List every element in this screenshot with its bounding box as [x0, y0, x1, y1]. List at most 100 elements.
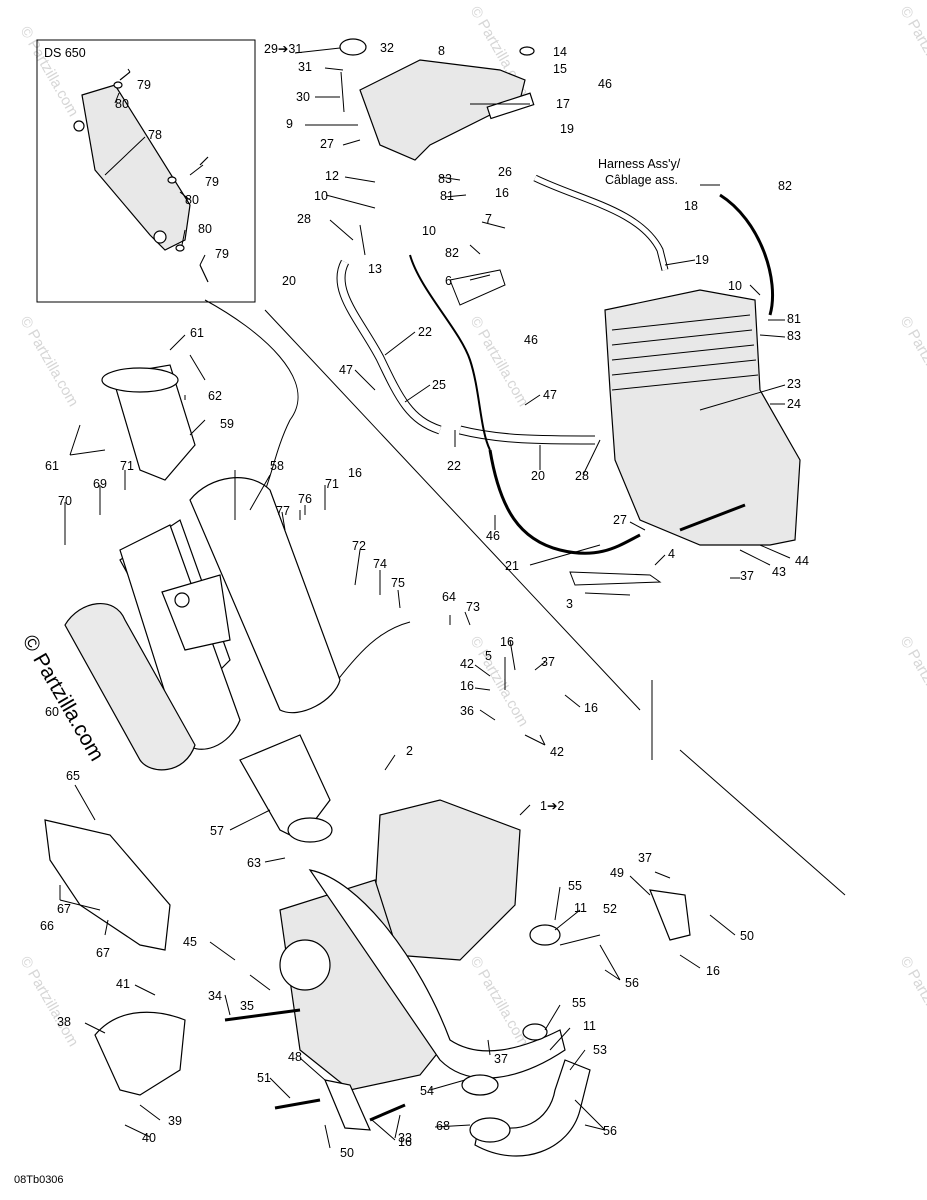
hose-20-inner — [337, 260, 442, 434]
callout-label: 41 — [116, 977, 130, 991]
callout-label: 55 — [572, 996, 586, 1010]
callout-label: 16 — [706, 964, 720, 978]
callout-label: 21 — [505, 559, 519, 573]
callout-label: 49 — [610, 866, 624, 880]
callout-label: 39 — [168, 1114, 182, 1128]
flange-59 — [101, 367, 179, 393]
heat-shield-78 — [81, 84, 191, 251]
callout-label: 23 — [787, 377, 801, 391]
callout-label: 40 — [142, 1131, 156, 1145]
callout-label: 42 — [460, 657, 474, 671]
grommet-14 — [519, 46, 535, 56]
sleeve-54 — [461, 1074, 499, 1096]
callout-label: 10 — [728, 279, 742, 293]
callout-label: 20 — [282, 274, 296, 288]
callout-label: 80 — [115, 97, 129, 111]
callout-label: 15 — [553, 62, 567, 76]
callout-label: 61 — [190, 326, 204, 340]
heat-shield-65 — [44, 819, 171, 951]
callout-label: 78 — [148, 128, 162, 142]
bolt-51 — [274, 1098, 321, 1110]
cylinder-head-1 — [374, 799, 521, 961]
callout-label: 11 — [583, 1019, 596, 1033]
watermark-text: © Partzilla.com — [467, 954, 532, 1050]
callout-label: 27 — [613, 513, 627, 527]
callout-label: 16 — [398, 1135, 412, 1149]
callout-label: 37 — [541, 655, 555, 669]
dipstick-30 — [340, 71, 345, 113]
callout-label: 63 — [247, 856, 261, 870]
callout-label: 82 — [445, 246, 459, 260]
bolt-34 — [224, 1008, 301, 1022]
callout-label: 2 — [406, 744, 413, 758]
oil-tank-assembly — [339, 38, 535, 161]
callout-label: 74 — [373, 557, 387, 571]
hose-25 — [409, 254, 491, 451]
callout-label: 16 — [500, 635, 514, 649]
callout-label: 46 — [598, 77, 612, 91]
bracket-48 — [324, 1079, 371, 1131]
callout-label: 81 — [787, 312, 801, 326]
washer-80 — [113, 81, 123, 89]
callout-label: 8 — [438, 44, 445, 58]
watermark-text: © Partzilla.com — [897, 634, 927, 730]
heat-shield-38 — [94, 1011, 186, 1096]
flow-arrow — [204, 299, 299, 511]
callout-label: 31 — [298, 60, 312, 74]
clamp-68 — [469, 1117, 511, 1143]
callout-label: 45 — [183, 935, 197, 949]
callout-label: 82 — [778, 179, 792, 193]
callout-label: 11 — [574, 901, 587, 915]
callout-label: 48 — [288, 1050, 302, 1064]
callout-label: 37 — [494, 1052, 508, 1066]
callout-label: 71 — [325, 477, 339, 491]
engine-fins — [611, 314, 759, 391]
bolt-hole — [153, 230, 167, 244]
callout-label: 36 — [460, 704, 474, 718]
callout-label: 22 — [447, 459, 461, 473]
watermark-text: © Partzilla.com — [17, 24, 82, 120]
callout-label: 61 — [45, 459, 59, 473]
callout-label: 10 — [422, 224, 436, 238]
watermark-text: © Partzilla.com — [897, 954, 927, 1050]
callout-label: 25 — [432, 378, 446, 392]
callout-label: 76 — [298, 492, 312, 506]
callout-label: 72 — [352, 539, 366, 553]
callout-label: 57 — [210, 824, 224, 838]
callout-label: 37 — [740, 569, 754, 583]
callout-label: 80 — [185, 193, 199, 207]
callout-label: 79 — [215, 247, 229, 261]
leader-lines — [59, 47, 791, 1149]
callout-label: 50 — [340, 1146, 354, 1160]
callout-label: 33 — [398, 1131, 412, 1145]
washer-80 — [175, 244, 185, 252]
vent-hose-18 — [533, 174, 669, 271]
pad-17 — [486, 92, 535, 120]
callout-label: 75 — [391, 576, 405, 590]
diagram-code: 08Tb0306 — [14, 1174, 64, 1186]
callout-label: 10 — [314, 189, 328, 203]
callout-label: 83 — [438, 172, 452, 186]
watermark-text: © Partzilla.com — [467, 314, 532, 410]
callout-label: 17 — [556, 97, 570, 111]
callout-label: 30 — [296, 90, 310, 104]
bolt-79 — [119, 71, 209, 283]
callout-label: 9 — [286, 117, 293, 131]
callout-label: 50 — [740, 929, 754, 943]
callout-label: 18 — [684, 199, 698, 213]
muffler-58 — [189, 477, 341, 714]
callout-label: 67 — [96, 946, 110, 960]
hose-82 — [719, 193, 775, 316]
washer-80 — [167, 176, 177, 184]
inset-frame — [36, 39, 256, 303]
flywheel-cover — [279, 939, 331, 991]
gasket-11 — [529, 924, 561, 946]
clamp-57 — [287, 817, 333, 843]
callout-label: 1➔2 — [540, 799, 564, 813]
callout-label: 43 — [772, 565, 786, 579]
callout-label: 67 — [57, 902, 71, 916]
watermark-text: © Partzilla.com — [17, 314, 82, 410]
callout-label: 79 — [137, 78, 151, 92]
callout-label: 20 — [531, 469, 545, 483]
engine-block — [569, 289, 801, 586]
